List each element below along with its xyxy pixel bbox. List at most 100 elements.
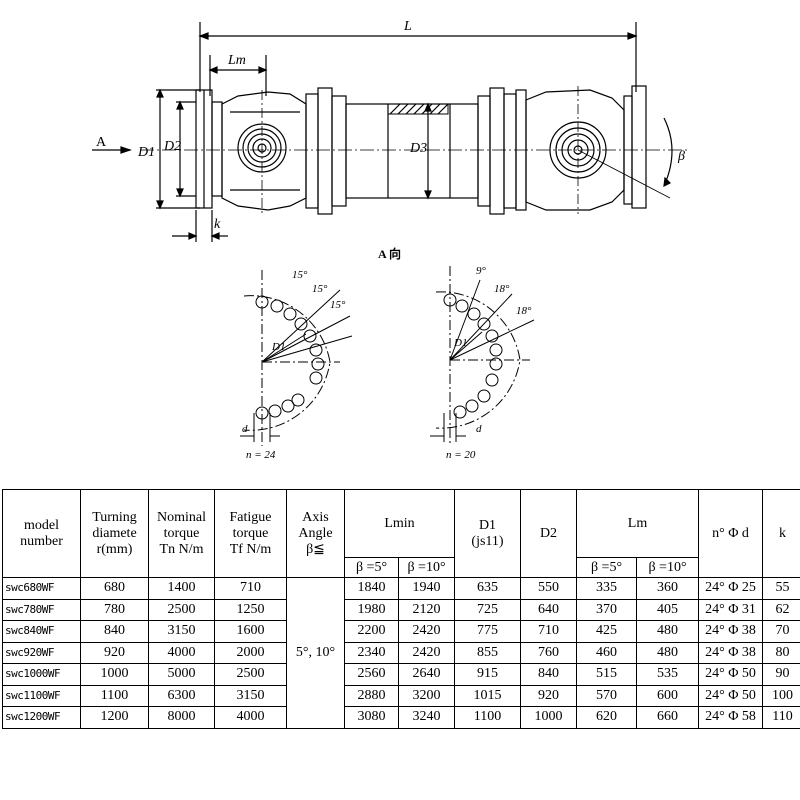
cell-fatigue: 2500 (214, 663, 287, 686)
cell-lmin10: 3200 (398, 684, 455, 707)
table-row: swc920WF 920 4000 2000 2340 2420 855 760… (2, 641, 800, 664)
cell-fatigue: 1600 (214, 620, 287, 643)
header-axis-angle: Axis Angle β≦ (286, 489, 345, 578)
header-lmin: Lmin (344, 489, 455, 558)
cell-nominal: 8000 (148, 706, 215, 729)
header-model: model number (2, 489, 81, 578)
cell-model: swc1200WF (2, 706, 81, 729)
cell-lm5: 460 (576, 641, 637, 664)
cell-lmin5: 2340 (344, 641, 399, 664)
dim-k-label: k (214, 217, 221, 232)
dim-Lm-label: Lm (227, 53, 246, 68)
cell-fatigue: 3150 (214, 684, 287, 707)
cell-model: swc840WF (2, 620, 81, 643)
cell-d1: 725 (454, 598, 521, 621)
cell-lm10: 480 (635, 620, 700, 643)
cell-d2: 550 (520, 577, 577, 600)
cell-nd: 24° Φ 50 (698, 684, 764, 707)
cell-nominal: 1400 (148, 577, 215, 600)
cell-nominal: 6300 (148, 684, 215, 707)
cell-lmin10: 2640 (398, 663, 455, 686)
cell-d2: 1000 (520, 706, 577, 729)
cell-d1: 1100 (454, 706, 521, 729)
bolt-d-label-right: d (476, 423, 482, 435)
cell-d1: 855 (454, 641, 521, 664)
cell-nominal: 2500 (148, 598, 215, 621)
cell-turning: 780 (80, 598, 149, 621)
cell-model: swc1100WF (2, 684, 81, 707)
angle-label-3: 15° (330, 299, 346, 311)
cell-nd: 24° Φ 50 (698, 663, 764, 686)
header-lm: Lm (575, 489, 700, 558)
table-row: swc1000WF 1000 5000 2500 2560 2640 915 8… (2, 663, 800, 686)
cell-turning: 1200 (80, 706, 149, 729)
header-nd: n° Φ d (698, 489, 764, 578)
beta-label: β (677, 149, 685, 164)
cell-lmin5: 2880 (344, 684, 399, 707)
cell-model: swc920WF (2, 641, 81, 664)
cell-turning: 1100 (80, 684, 149, 707)
cell-lm5: 335 (576, 577, 637, 600)
cell-nd: 24° Φ 38 (698, 641, 764, 664)
cell-lmin5: 1980 (344, 598, 399, 621)
cell-lmin5: 3080 (344, 706, 399, 729)
header-turning-diameter: Turning diamete r(mm) (80, 489, 149, 578)
cell-lmin10: 2420 (398, 620, 455, 643)
cell-nominal: 5000 (148, 663, 215, 686)
header-d1: D1 (js11) (454, 489, 521, 578)
cell-lm5: 370 (576, 598, 637, 621)
cell-lmin10: 2420 (398, 641, 455, 664)
angle-label-5: 18° (494, 283, 510, 295)
cell-model: swc680WF (2, 577, 81, 600)
angle-label-2: 15° (312, 283, 328, 295)
cell-nd: 24° Φ 38 (698, 620, 764, 643)
header-k: k (762, 489, 800, 578)
cell-lmin10: 2120 (398, 598, 455, 621)
dim-D2-label: D2 (163, 139, 181, 154)
cell-axis-angle: 5°, 10° (286, 577, 345, 729)
cell-k: 90 (762, 663, 800, 686)
cell-turning: 680 (80, 577, 149, 600)
cell-d2: 640 (520, 598, 577, 621)
view-arrow-label: A (96, 135, 107, 150)
cell-nd: 24° Φ 25 (698, 577, 764, 600)
cell-lmin5: 2560 (344, 663, 399, 686)
cell-lm10: 405 (635, 598, 700, 621)
cell-d2: 710 (520, 620, 577, 643)
header-lmin-beta10: β =10° (398, 557, 455, 578)
cell-d1: 635 (454, 577, 521, 600)
dim-L-label: L (403, 19, 412, 34)
flange-D1-label-right: D1 (453, 337, 467, 349)
cell-k: 70 (762, 620, 800, 643)
cell-model: swc1000WF (2, 663, 81, 686)
cell-lm10: 360 (635, 577, 700, 600)
cell-model: swc780WF (2, 598, 81, 621)
cell-lm10: 600 (635, 684, 700, 707)
cell-d2: 920 (520, 684, 577, 707)
cell-turning: 840 (80, 620, 149, 643)
header-fatigue-torque: Fatigue torque Tf N/m (214, 489, 287, 578)
flange-view-n20 (430, 266, 535, 446)
cell-fatigue: 710 (214, 577, 287, 600)
bolt-count-label: n = 24 (246, 449, 276, 461)
cell-d1: 915 (454, 663, 521, 686)
cell-lm5: 620 (576, 706, 637, 729)
header-lm-beta10: β =10° (635, 557, 700, 578)
cell-k: 100 (762, 684, 800, 707)
header-nominal-torque: Nominal torque Tn N/m (148, 489, 215, 578)
table-row: swc1200WF 1200 8000 4000 3080 3240 1100 … (2, 706, 800, 729)
cell-d2: 760 (520, 641, 577, 664)
header-d2: D2 (520, 489, 577, 578)
cell-d2: 840 (520, 663, 577, 686)
spec-table: model number Turning diamete r(mm) Nomin… (2, 489, 800, 729)
cell-d1: 775 (454, 620, 521, 643)
dim-D3-label: D3 (409, 141, 427, 156)
cell-fatigue: 1250 (214, 598, 287, 621)
cell-turning: 1000 (80, 663, 149, 686)
cell-lmin5: 2200 (344, 620, 399, 643)
angle-label-4: 9° (476, 265, 487, 277)
cell-lm5: 425 (576, 620, 637, 643)
header-lmin-beta5: β =5° (344, 557, 399, 578)
bolt-count-label-right: n = 20 (446, 449, 476, 461)
table-row: swc840WF 840 3150 1600 2200 2420 775 710… (2, 620, 800, 643)
